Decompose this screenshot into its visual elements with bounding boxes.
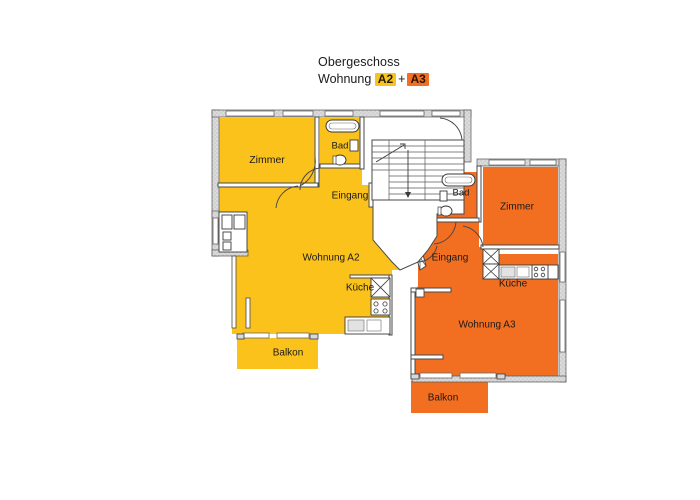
window-balkon-a3-door2 xyxy=(459,372,497,379)
room-fill-eingang-wohnung-a2 xyxy=(218,167,414,334)
toilet-a2-tank xyxy=(332,155,337,165)
room-fill-eingang-wohnung-a3 xyxy=(414,220,558,376)
door-zimmer-a3 xyxy=(462,225,484,248)
window-zimmer-a2-2 xyxy=(282,110,314,117)
misc-features xyxy=(231,255,506,380)
door-eingang-a2 xyxy=(275,185,299,209)
window-balkon-a3-door1 xyxy=(419,372,453,379)
window-bad-a2 xyxy=(324,110,354,117)
wall-bad-a3-right xyxy=(476,165,482,223)
window-zimmer-a3-2 xyxy=(529,159,557,166)
room-fill-zimmer-a2 xyxy=(218,118,317,183)
windows xyxy=(212,110,566,379)
a2-wall-stub xyxy=(245,297,251,329)
window-zimmer-a2-1 xyxy=(225,110,275,117)
a2-bay-stub xyxy=(231,255,237,329)
window-zimmer-a3-1 xyxy=(488,159,526,166)
stove-a3 xyxy=(531,264,549,280)
wall-zimmer-a3-bottom xyxy=(480,244,560,250)
sink-a2 xyxy=(349,139,359,152)
unit-chip-a2: A2 xyxy=(374,72,397,87)
window-balkon-a2-door2 xyxy=(276,332,310,339)
door-bad-a2 xyxy=(299,167,321,191)
unit-prefix-label: Wohnung xyxy=(318,71,372,86)
fixtures-kitchen-bay-a2 xyxy=(218,211,248,253)
wall-bad-a3-bottom xyxy=(436,217,480,223)
window-stairwell xyxy=(379,110,425,117)
door-bad-a3 xyxy=(433,221,457,245)
interior-walls xyxy=(217,116,560,379)
wall-a3-entry-left xyxy=(410,287,416,379)
room-fill-zimmer-a3 xyxy=(483,167,558,247)
door-landing-top xyxy=(439,117,463,141)
wall-zimmer-a2-right xyxy=(314,116,320,188)
unit-chip-a3: A3 xyxy=(407,72,429,87)
unit-label-line: Wohnung A2+A3 xyxy=(318,72,538,88)
staircase xyxy=(371,139,465,201)
wall-exterior-left xyxy=(211,109,220,219)
stove-a2 xyxy=(370,298,391,316)
bathtub-a2-inner xyxy=(328,122,357,130)
room-fill-balkon-a3 xyxy=(411,381,488,413)
wall-zimmer-a2-bottom xyxy=(217,182,319,188)
wall-bad-a2-right xyxy=(359,116,365,170)
toilet-a3 xyxy=(439,205,453,217)
window-a3-right-1 xyxy=(559,251,566,283)
a3-balkon-rail-r xyxy=(496,373,506,380)
wall-kueche-a2-top xyxy=(349,274,393,279)
fixtures-bad-a3 xyxy=(437,173,476,217)
a2-balkon-rail-l xyxy=(236,333,245,340)
a3-entry-niche xyxy=(415,288,425,298)
bathtub-a3-inner xyxy=(444,176,473,184)
door-swings xyxy=(275,117,484,263)
fixtures-kueche-a3 xyxy=(482,248,559,280)
floor-label: Obergeschoss xyxy=(318,55,400,69)
plan-title: Obergeschoss Wohnung A2+A3 xyxy=(318,55,538,87)
a3-balkon-rail-l xyxy=(410,373,420,380)
stair-direction-arrow xyxy=(375,143,411,198)
room-fill-balkon-a2 xyxy=(237,338,318,369)
toilet-a3-tank xyxy=(437,206,442,216)
door-zimmer-a2 xyxy=(299,156,316,187)
window-a3-right-2 xyxy=(559,299,566,353)
fixtures-kueche-a2 xyxy=(344,277,391,335)
wall-a3-balkon-shelf xyxy=(410,354,444,360)
wall-stairwell-right xyxy=(463,109,472,163)
window-top-right xyxy=(431,110,461,117)
window-kitchen-bay-a2 xyxy=(212,217,219,245)
shared-landing xyxy=(372,199,465,271)
unit-separator: + xyxy=(398,71,406,86)
sink-a3 xyxy=(439,190,448,202)
fixtures-bad-a2 xyxy=(325,119,360,166)
wall-a3-entry-top xyxy=(410,287,452,293)
a2-balkon-rail-r xyxy=(309,333,319,340)
door-entry-a3 xyxy=(417,245,438,263)
window-balkon-a2-door1 xyxy=(242,332,270,339)
